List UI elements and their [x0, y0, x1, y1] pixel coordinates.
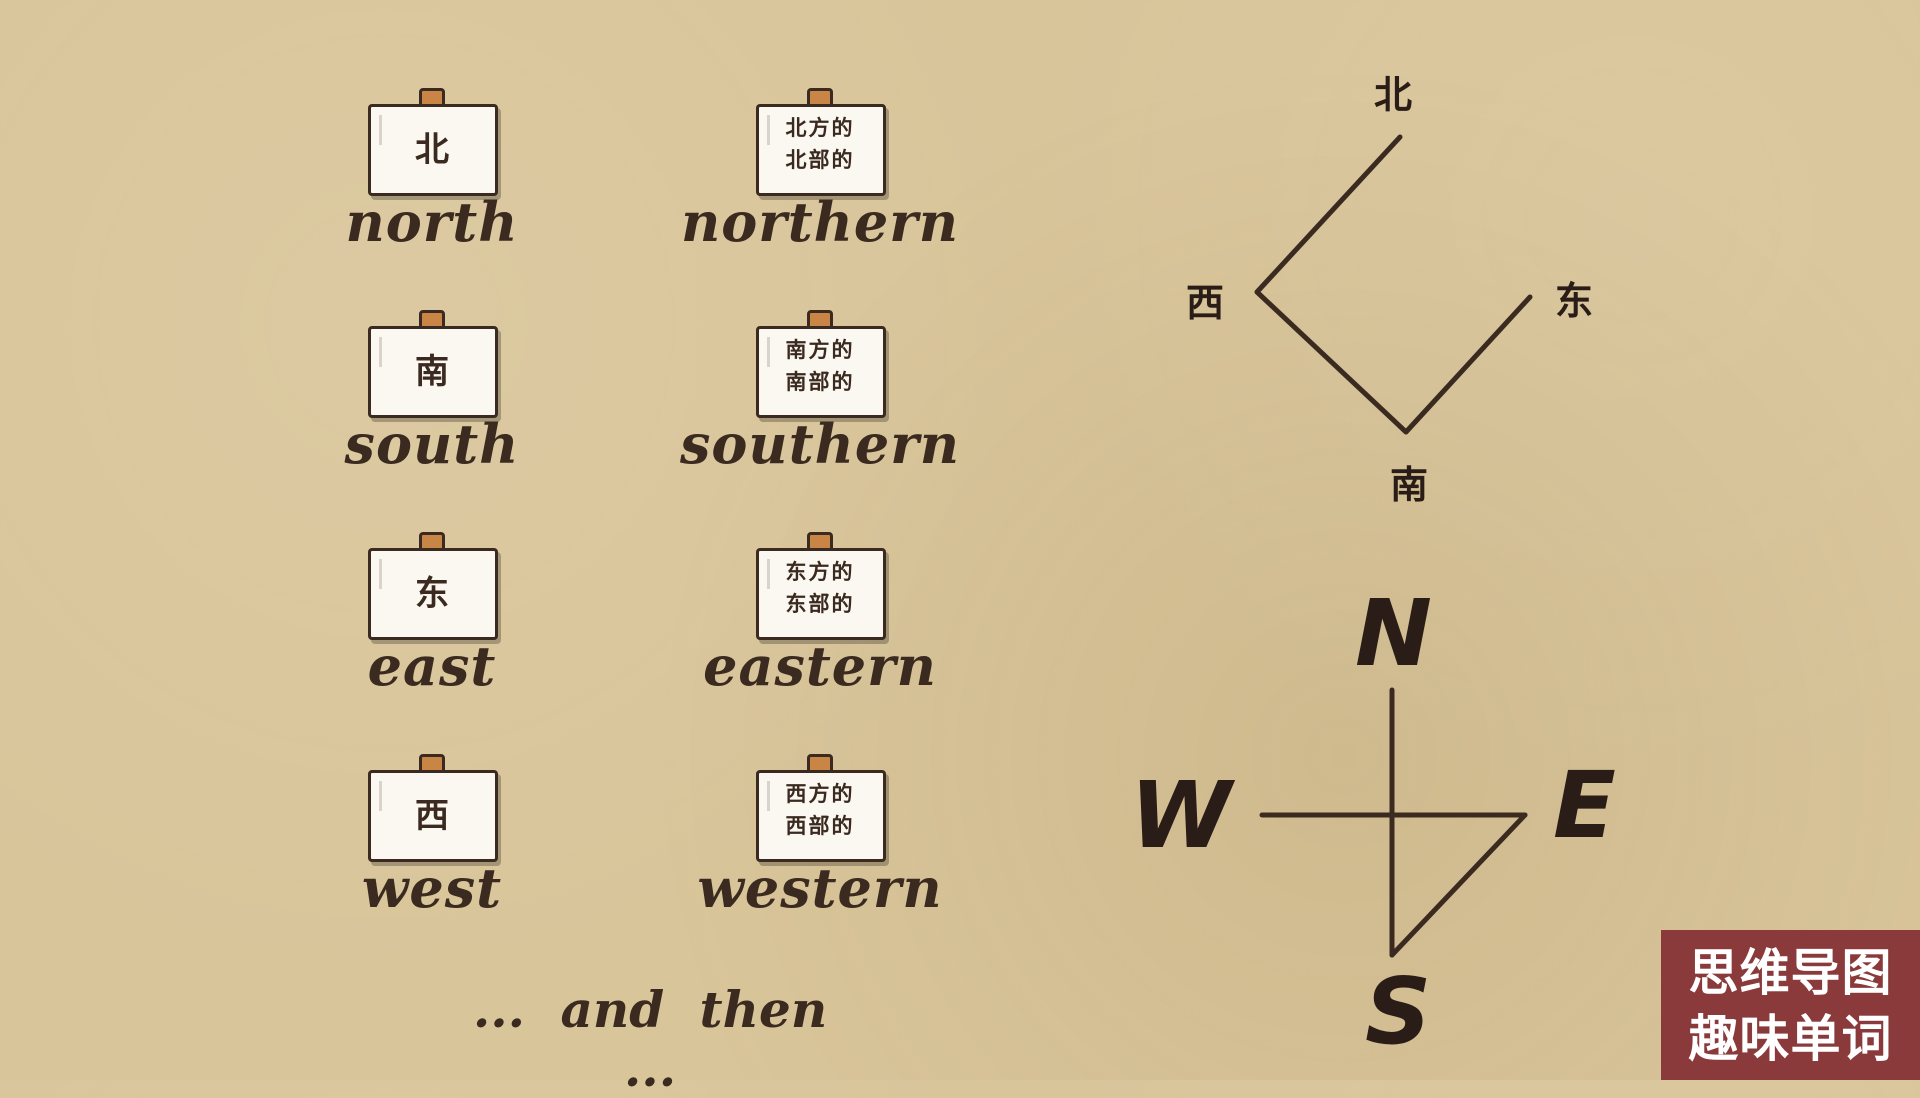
- note-line-1: 北方的: [785, 116, 855, 140]
- badge-line-1: 思维导图: [1688, 944, 1893, 1002]
- en-label-east: E: [1553, 752, 1616, 859]
- note-line-2: 南部的: [785, 370, 855, 394]
- channel-badge: 思维导图 趣味单词: [1661, 930, 1920, 1080]
- word-west: west: [361, 856, 503, 920]
- note-line-1: 南方的: [785, 338, 855, 362]
- sticky-note: 东方的 东部的: [756, 532, 886, 640]
- sticky-note: 西: [368, 754, 498, 862]
- sticky-note: 南: [368, 310, 498, 418]
- sticky-note: 南方的 南部的: [756, 310, 886, 418]
- note-text: 北: [415, 130, 449, 170]
- sticky-note: 北方的 北部的: [756, 88, 886, 196]
- word-east: east: [367, 634, 497, 698]
- note-line-2: 北部的: [785, 148, 855, 172]
- note-text: 南: [415, 352, 449, 392]
- note-text: 西: [415, 796, 449, 836]
- en-label-west: W: [1130, 762, 1232, 869]
- en-label-south: S: [1365, 958, 1432, 1065]
- en-label-north: N: [1355, 580, 1432, 687]
- word-south: south: [344, 412, 520, 476]
- word-southern: southern: [680, 412, 960, 476]
- sticky-note: 东: [368, 532, 498, 640]
- word-eastern: eastern: [703, 634, 937, 698]
- cn-label-west: 西: [1186, 281, 1225, 325]
- word-northern: northern: [681, 190, 959, 254]
- cn-diagram-path: [1254, 134, 1533, 435]
- sticky-note: 西方的 西部的: [756, 754, 886, 862]
- cn-label-east: 东: [1555, 279, 1594, 323]
- cn-label-north: 北: [1374, 73, 1413, 117]
- compass-diagonal-line: [1389, 812, 1528, 958]
- note-line-1: 西方的: [785, 782, 855, 806]
- word-north: north: [345, 190, 519, 254]
- cn-label-south: 南: [1390, 463, 1429, 507]
- note-line-2: 西部的: [785, 814, 855, 838]
- note-text: 东: [415, 574, 449, 614]
- word-western: western: [697, 856, 943, 920]
- badge-line-2: 趣味单词: [1688, 1010, 1893, 1068]
- note-line-2: 东部的: [785, 592, 855, 616]
- note-line-1: 东方的: [785, 560, 855, 584]
- sticky-note: 北: [368, 88, 498, 196]
